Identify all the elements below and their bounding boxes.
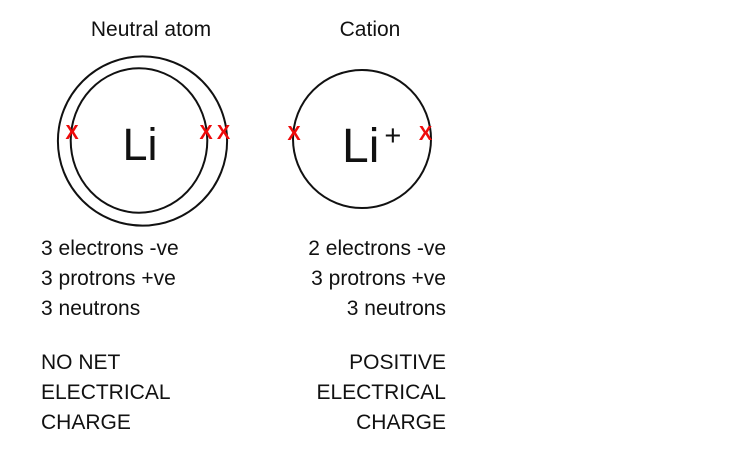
cation-protons-line: 3 protrons +ve — [311, 267, 446, 290]
conclusion-line: CHARGE — [356, 411, 446, 434]
neutral-atom-inner-shell-circle — [69, 67, 209, 214]
electron-cross-icon: X — [199, 122, 213, 144]
neutral-atom-outer-shell-circle — [56, 55, 229, 227]
neutral-atom-protons-line: 3 protrons +ve — [41, 267, 176, 290]
cation-symbol: Li+ — [342, 112, 401, 171]
cation-shell-circle — [292, 69, 432, 209]
cation-charge-conclusion: POSITIVE ELECTRICAL CHARGE — [246, 348, 446, 438]
conclusion-line: ELECTRICAL — [41, 381, 171, 404]
neutral-atom-particle-list: 3 electrons -ve 3 protrons +ve 3 neutron… — [41, 234, 179, 324]
neutral-atom-neutrons-line: 3 neutrons — [41, 297, 141, 320]
neutral-atom-electrons-line: 3 electrons -ve — [41, 237, 179, 260]
neutral-atom-charge-conclusion: NO NET ELECTRICAL CHARGE — [41, 348, 171, 438]
neutral-atom-symbol: Li — [122, 112, 162, 167]
cation-charge-superscript: + — [384, 120, 402, 152]
cation-neutrons-line: 3 neutrons — [346, 297, 446, 320]
electron-cross-icon: X — [216, 122, 231, 144]
conclusion-line: POSITIVE — [349, 351, 446, 374]
electron-cross-icon: X — [418, 123, 433, 145]
cation-electrons-line: 2 electrons -ve — [308, 237, 446, 260]
conclusion-line: ELECTRICAL — [316, 381, 446, 404]
electron-cross-icon: X — [65, 122, 79, 144]
cation-particle-list: 2 electrons -ve 3 protrons +ve 3 neutron… — [246, 234, 446, 324]
electron-cross-icon: X — [287, 123, 301, 145]
cation-symbol-text: Li — [342, 120, 380, 173]
neutral-atom-title: Neutral atom — [90, 18, 212, 41]
conclusion-line: NO NET — [41, 351, 121, 374]
neutral-atom-symbol-text: Li — [122, 119, 158, 170]
conclusion-line: CHARGE — [41, 411, 131, 434]
cation-title: Cation — [339, 18, 401, 41]
